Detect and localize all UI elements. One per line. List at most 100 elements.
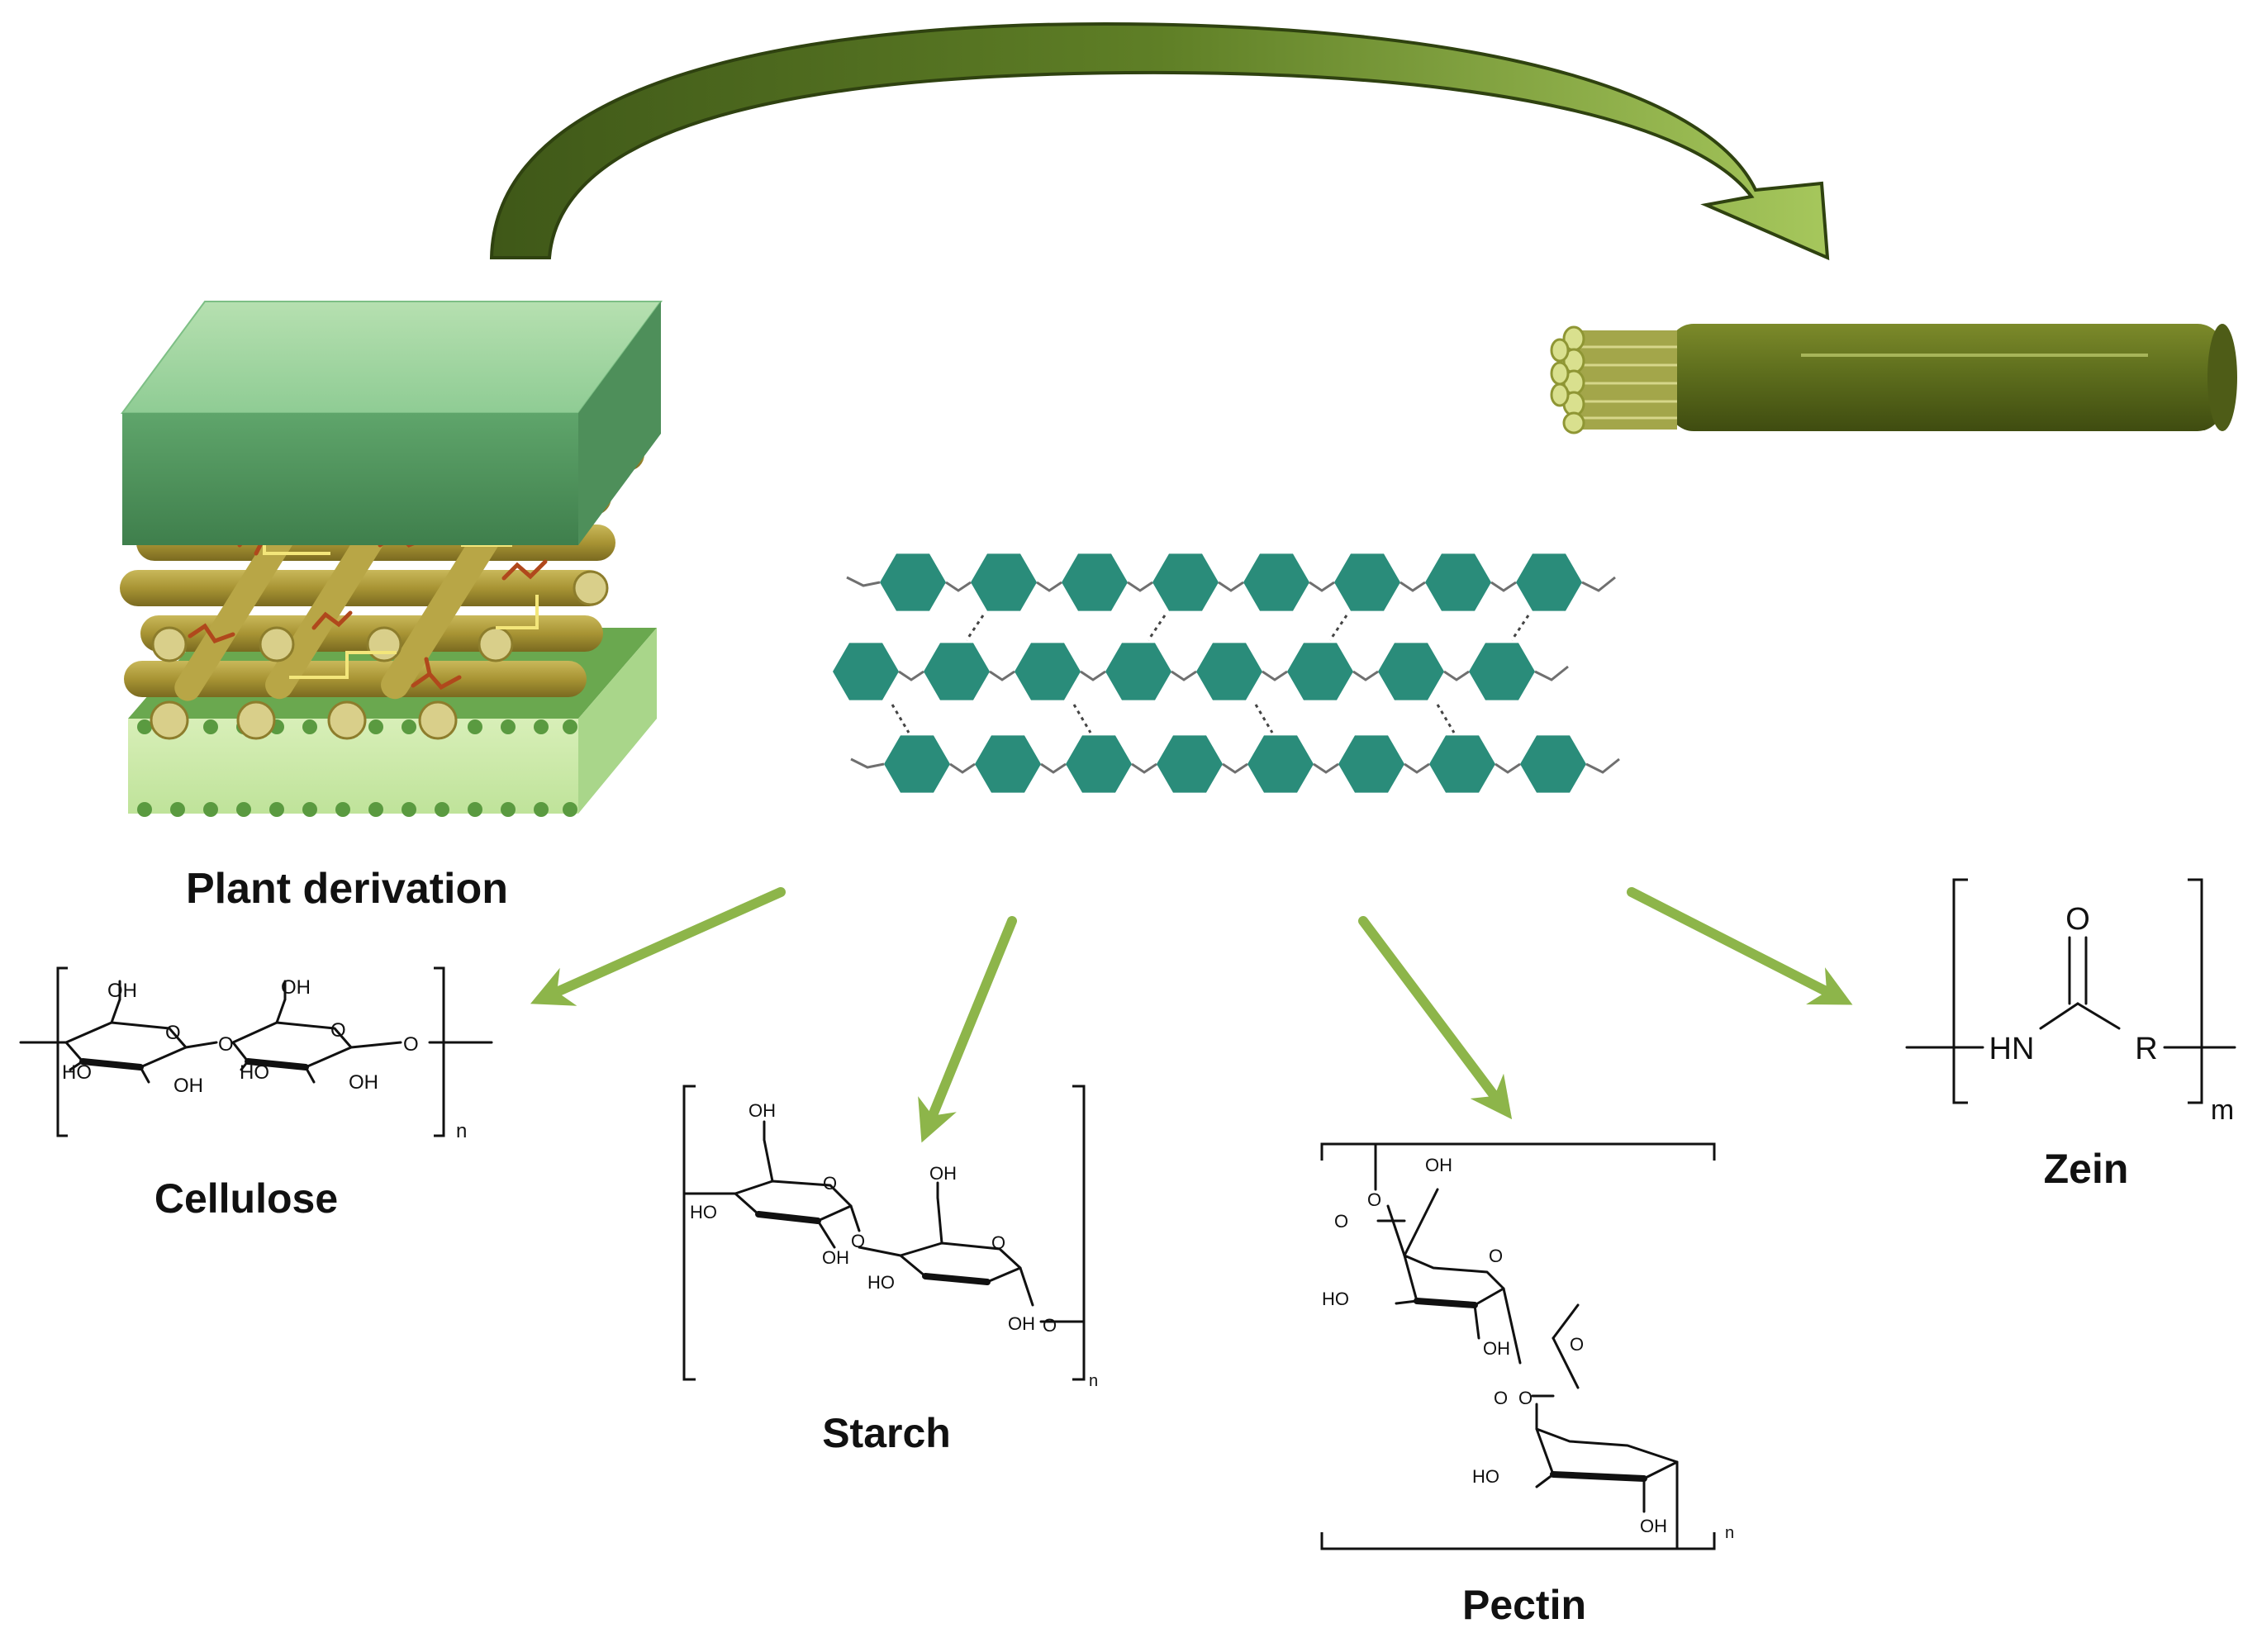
glucose-hexagon: [1196, 643, 1262, 700]
arrow-to-zein: [1627, 887, 1853, 1005]
fiber-rod-illustration: [1550, 324, 2237, 434]
svg-text:OH: OH: [1008, 1313, 1035, 1334]
glycosidic-link: [1399, 581, 1426, 592]
glycosidic-link: [1581, 576, 1616, 592]
glycosidic-link: [1309, 581, 1335, 592]
glycosidic-link: [1534, 665, 1569, 681]
svg-text:OH: OH: [748, 1100, 776, 1121]
svg-text:O: O: [1494, 1388, 1508, 1408]
glucose-hexagon: [880, 553, 946, 611]
glucose-hexagon: [1015, 643, 1081, 700]
glycosidic-link: [1036, 581, 1062, 592]
branch-arrows: [530, 887, 1853, 1143]
glucose-hexagon: [1520, 735, 1586, 793]
glucose-hexagon: [1469, 643, 1535, 700]
svg-text:OH: OH: [349, 1071, 378, 1094]
svg-text:O: O: [1334, 1211, 1348, 1232]
glucose-hexagon: [1247, 735, 1314, 793]
hydrogen-bond: [1436, 704, 1456, 733]
glycosidic-link: [1490, 581, 1517, 592]
hydrogen-bond: [1328, 615, 1348, 641]
glucose-hexagon: [1334, 553, 1400, 611]
big-curved-arrow: [489, 21, 1830, 261]
svg-text:OH: OH: [1483, 1338, 1510, 1359]
glycosidic-link: [1404, 762, 1430, 774]
svg-text:O: O: [403, 1033, 419, 1056]
pectin-structure: OH O O O HO OH O O O HO OH n: [1320, 1142, 1734, 1550]
svg-text:OH: OH: [1640, 1516, 1667, 1536]
svg-text:O: O: [851, 1231, 865, 1251]
svg-text:OH: OH: [107, 980, 137, 1002]
glucose-hexagon: [1157, 735, 1223, 793]
glucose-hexagon: [1066, 735, 1132, 793]
svg-text:O: O: [1367, 1189, 1381, 1210]
cellulose-structure: OH O O HO OH OH O HO OH O n: [19, 966, 493, 1142]
glucose-hexagon: [1378, 643, 1444, 700]
glucose-hexagon: [1338, 735, 1404, 793]
svg-text:HO: HO: [1322, 1289, 1349, 1309]
starch-structure: OH O HO OH O OH O HO OH O n: [682, 1085, 1098, 1390]
svg-text:O: O: [330, 1019, 346, 1042]
glycosidic-link: [898, 670, 924, 681]
hydrogen-bond: [1072, 704, 1092, 733]
glucose-hexagon: [924, 643, 990, 700]
hydrogen-bond: [965, 615, 985, 641]
svg-text:O: O: [991, 1232, 1005, 1253]
glycosidic-link: [1222, 762, 1248, 774]
label-cellulose: Cellulose: [154, 1175, 338, 1222]
label-zein: Zein: [2044, 1146, 2129, 1192]
svg-text:HO: HO: [1472, 1466, 1499, 1487]
glycosidic-link: [1585, 757, 1620, 774]
label-pectin: Pectin: [1462, 1582, 1586, 1628]
glycosidic-link: [1352, 670, 1379, 681]
glucose-hexagon: [884, 735, 950, 793]
glucose-hexagon: [971, 553, 1037, 611]
glycosidic-link: [1443, 670, 1470, 681]
label-plant-derivation: Plant derivation: [186, 865, 508, 913]
glucose-hexagon: [1425, 553, 1491, 611]
glycosidic-link: [1080, 670, 1106, 681]
svg-text:n: n: [1725, 1524, 1734, 1542]
arrow-to-starch: [918, 916, 1017, 1143]
hydrogen-bond: [891, 704, 910, 733]
glycosidic-link: [846, 576, 881, 587]
svg-text:O: O: [1489, 1246, 1503, 1266]
svg-text:HO: HO: [690, 1202, 717, 1222]
svg-text:O: O: [218, 1033, 234, 1056]
hydrogen-bond: [1254, 704, 1274, 733]
glucose-hexagon: [1062, 553, 1128, 611]
glycosidic-link: [989, 670, 1015, 681]
polysaccharide-chains: [833, 553, 1620, 793]
svg-text:HN: HN: [1989, 1032, 2035, 1066]
svg-text:O: O: [1570, 1334, 1584, 1355]
svg-text:O: O: [823, 1173, 837, 1194]
glycosidic-link: [945, 581, 972, 592]
glycosidic-link: [1262, 670, 1288, 681]
glucose-hexagon: [1429, 735, 1495, 793]
svg-text:OH: OH: [822, 1247, 849, 1268]
svg-text:OH: OH: [929, 1163, 957, 1184]
glycosidic-link: [1040, 762, 1067, 774]
svg-text:n: n: [456, 1120, 467, 1142]
glucose-hexagon: [1287, 643, 1353, 700]
svg-text:OH: OH: [173, 1075, 203, 1097]
plant-cell-wall-illustration: [120, 301, 663, 817]
hydrogen-bond: [1510, 615, 1530, 641]
glucose-hexagon: [1516, 553, 1582, 611]
svg-text:O: O: [165, 1022, 181, 1044]
glycosidic-link: [850, 757, 885, 769]
hydrogen-bond: [1147, 615, 1167, 641]
glycosidic-link: [949, 762, 976, 774]
svg-text:m: m: [2211, 1094, 2234, 1126]
svg-text:HO: HO: [240, 1061, 269, 1084]
arrow-to-cellulose: [530, 887, 786, 1006]
glycosidic-link: [1313, 762, 1339, 774]
svg-text:O: O: [1043, 1315, 1057, 1336]
zein-structure: O HN R m: [1905, 878, 2236, 1126]
glycosidic-link: [1171, 670, 1197, 681]
svg-text:HO: HO: [62, 1061, 92, 1084]
svg-text:HO: HO: [867, 1272, 895, 1293]
glycosidic-link: [1131, 762, 1157, 774]
glycosidic-link: [1218, 581, 1244, 592]
